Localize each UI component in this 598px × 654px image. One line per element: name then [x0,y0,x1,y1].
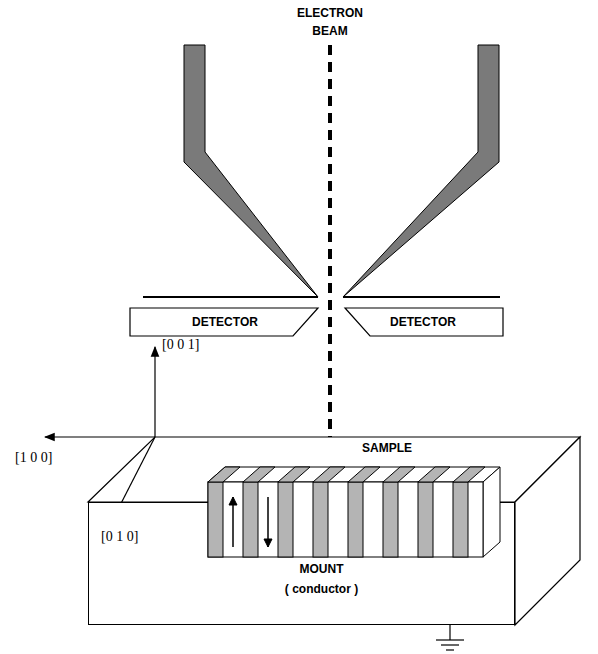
magnetic-domain [278,482,293,557]
detector-outline [345,308,503,336]
lens-pole-piece [343,45,499,297]
magnetic-domain [348,467,380,482]
detector-outline [130,308,318,336]
magnetic-domain [453,467,485,482]
magnetic-domain [313,482,328,557]
lens-pole-piece [184,45,318,297]
sample-label: SAMPLE [360,441,414,455]
ground-symbol [446,649,454,650]
mount-label: MOUNT [300,559,344,579]
magnetic-domain [243,467,275,482]
magnetization-arrow [229,497,237,505]
magnetic-domain [208,482,223,557]
ground-symbol [449,625,450,640]
magnetic-domain [453,482,468,557]
sample-top-face [208,467,500,482]
axis-label: [0 0 1] [161,337,200,353]
axis-arrow [154,347,155,437]
detector-label: DETECTOR [192,315,258,329]
magnetic-domain [243,482,258,557]
detector-box: DETECTOR [343,308,503,336]
electron-beam [328,45,332,462]
ground-symbol [436,639,464,640]
magnetic-domain [418,482,433,557]
magnetic-domain [418,467,450,482]
beam-label: ELECTRON BEAM [285,4,375,40]
detector-box: DETECTOR [130,308,320,336]
sample-block: SAMPLE [208,467,500,557]
mount-label: ( conductor ) [285,579,358,599]
sample-drawing [208,467,500,557]
aperture-plate [343,296,500,298]
aperture-plate [143,296,318,298]
magnetic-domain [383,467,415,482]
magnetic-domain [208,467,240,482]
sample-front-face [208,482,483,557]
magnetic-domain [348,482,363,557]
ground-symbol [441,644,459,645]
mount-side-face [515,437,580,625]
sample-side-face [483,467,500,557]
axis-arrow [45,436,155,437]
axis-label: [0 1 0] [100,529,139,545]
magnetization-arrow [264,539,272,547]
magnetic-domain [383,482,398,557]
magnetic-domain [313,467,345,482]
magnetic-domain [278,467,310,482]
axis-label: [1 0 0] [14,450,53,466]
detector-label: DETECTOR [390,315,456,329]
